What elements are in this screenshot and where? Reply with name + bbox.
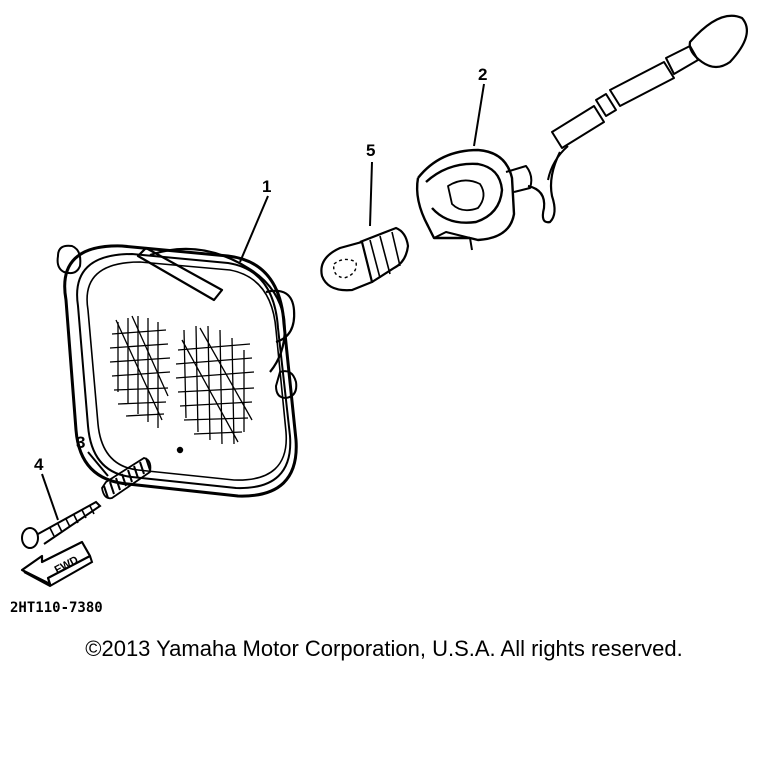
lens-pattern [109, 315, 255, 445]
headlight-unit [56, 244, 298, 498]
fwd-arrow-icon: FWD [20, 540, 94, 588]
bulb [320, 226, 410, 292]
copyright-notice: ©2013 Yamaha Motor Corporation, U.S.A. A… [85, 636, 683, 661]
socket-assembly [415, 14, 748, 251]
screw [21, 500, 102, 549]
diagram-code: 2HT110-7380 [10, 600, 103, 616]
spring [101, 457, 152, 500]
part-label-4: 4 [34, 455, 44, 474]
leader-lines [41, 83, 485, 521]
part-label-3: 3 [76, 433, 85, 452]
part-label-5: 5 [366, 141, 375, 160]
part-label-2: 2 [478, 65, 487, 84]
part-label-1: 1 [262, 177, 271, 196]
